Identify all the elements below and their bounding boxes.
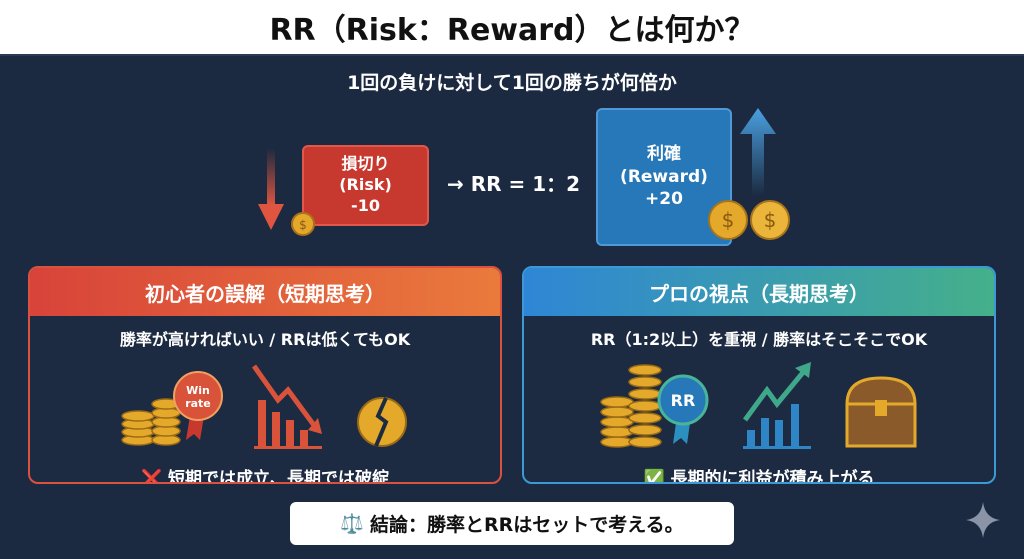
risk-value: -10: [351, 195, 380, 215]
sparkle-icon: [966, 502, 1000, 538]
declining-chart-icon: [251, 364, 322, 449]
conclusion-text: 結論：勝率とRRはセットで考える。: [369, 514, 684, 536]
scale-icon: ⚖️: [340, 513, 364, 535]
svg-text:$: $: [722, 208, 735, 232]
beginner-footer: 短期では成立、長期では破綻: [168, 469, 390, 484]
pro-panel: プロの視点（長期思考） RR（1:2以上）を重視 / 勝率はそこそこでOK RR…: [522, 266, 996, 484]
pro-footer: 長期的に利益が積み上がる: [670, 469, 875, 484]
subtitle: 1回の負けに対して1回の勝ちが何倍か: [347, 72, 677, 94]
risk-box: 損切り (Risk) -10: [302, 145, 429, 226]
rising-chart-icon: [742, 362, 811, 449]
risk-sublabel: (Risk): [339, 175, 392, 195]
pro-header: プロの視点（長期思考）: [524, 268, 994, 316]
pro-text: RR（1:2以上）を重視 / 勝率はそこそこでOK: [590, 330, 928, 349]
svg-text:$: $: [299, 218, 307, 232]
broken-coin-icon: [357, 397, 407, 447]
conclusion-box: ⚖️ 結論：勝率とRRはセットで考える。: [290, 502, 734, 545]
svg-text:rate: rate: [185, 397, 211, 410]
svg-text:$: $: [764, 208, 777, 232]
treasure-chest-icon: [845, 376, 917, 448]
reward-label: 利確: [647, 143, 681, 164]
risk-label: 損切り: [341, 154, 390, 174]
beginner-header: 初心者の誤解（短期思考）: [30, 268, 500, 316]
check-icon: ✅: [643, 469, 665, 484]
header: RR（Risk：Reward）とは何か？: [0, 0, 1024, 56]
svg-text:Win: Win: [186, 384, 210, 397]
down-arrow-icon: $: [258, 148, 315, 236]
cross-icon: ❌: [140, 469, 163, 484]
beginner-text: 勝率が高ければいい / RRは低くてもOK: [119, 330, 411, 349]
rr-ratio: → RR = 1：2: [447, 172, 581, 196]
up-arrow-coins-icon: $ $: [708, 108, 790, 240]
coins-rr-badge-icon: RR: [600, 364, 709, 448]
rr-badge-text: RR: [671, 391, 696, 410]
reward-sublabel: (Reward): [620, 166, 708, 187]
reward-value: +20: [645, 189, 683, 210]
page-title: RR（Risk：Reward）とは何か？: [269, 13, 755, 48]
